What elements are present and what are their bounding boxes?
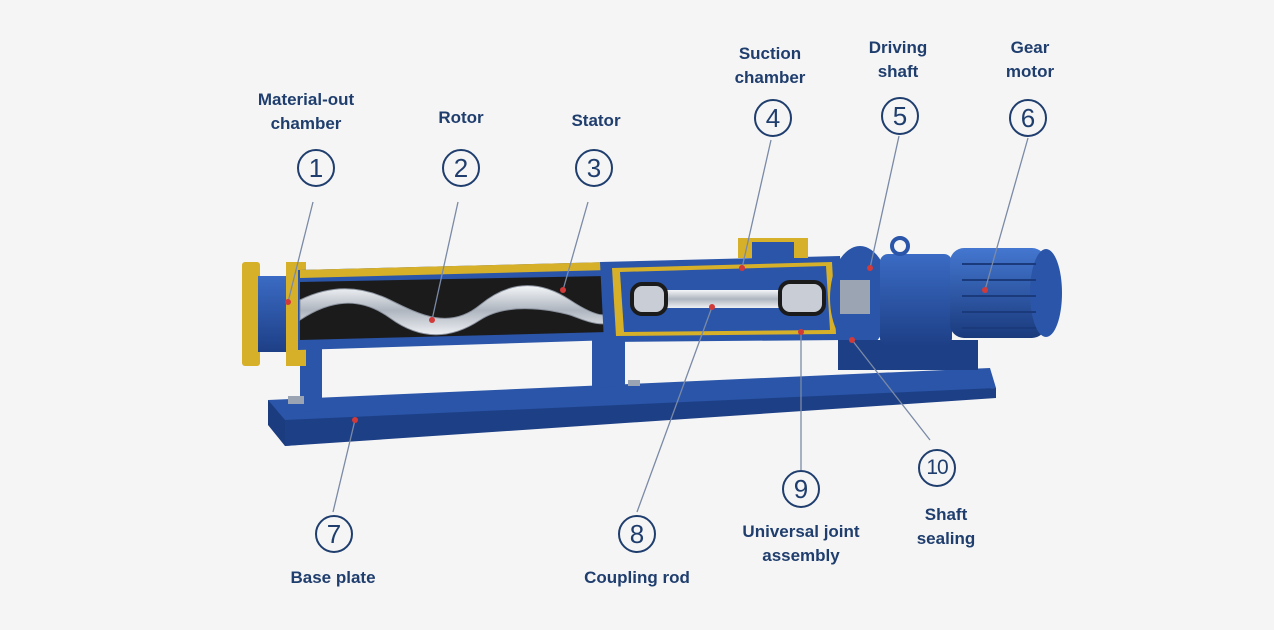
- label-line-1: Stator: [571, 111, 621, 130]
- callout-label-universal-joint-assembly: Universal joint assembly: [742, 520, 859, 568]
- label-line-1: Material-out: [257, 90, 355, 109]
- callout-label-stator: Stator: [571, 109, 620, 133]
- callout-label-gear-motor: Gear motor: [1006, 36, 1054, 84]
- label-line-1: Universal joint: [742, 522, 860, 541]
- label-line-1: Gear: [1010, 38, 1050, 57]
- callout-label-rotor: Rotor: [438, 106, 483, 130]
- callout-label-suction-chamber: Suction chamber: [735, 42, 806, 90]
- callout-number-1: 1: [297, 149, 335, 187]
- label-line-2: chamber: [734, 68, 806, 87]
- callout-label-material-out-chamber: Material-out chamber: [258, 88, 354, 136]
- callout-number-3: 3: [575, 149, 613, 187]
- callout-number-5: 5: [881, 97, 919, 135]
- coupling-rod-shape: [630, 290, 810, 308]
- callout-label-coupling-rod: Coupling rod: [584, 566, 690, 590]
- gear-motor-shape: [950, 248, 1062, 338]
- callout-label-base-plate: Base plate: [290, 566, 375, 590]
- callout-label-shaft-sealing: Shaft sealing: [917, 503, 976, 551]
- callout-number-6: 6: [1009, 99, 1047, 137]
- label-line-1: Rotor: [438, 108, 484, 127]
- label-line-2: sealing: [916, 529, 976, 548]
- callout-number-4: 4: [754, 99, 792, 137]
- label-line-1: Base plate: [290, 568, 376, 587]
- base-plate-shape: [268, 368, 996, 446]
- callout-label-driving-shaft: Driving shaft: [869, 36, 928, 84]
- marker-dots: [285, 265, 988, 423]
- stator-shape: [298, 262, 614, 350]
- label-line-1: Coupling rod: [584, 568, 690, 587]
- label-line-2: assembly: [762, 546, 840, 565]
- callout-number-9: 9: [782, 470, 820, 508]
- callout-number-10: 10: [918, 449, 956, 487]
- label-line-2: motor: [1005, 62, 1055, 81]
- label-line-1: Driving: [868, 38, 928, 57]
- label-line-1: Shaft: [924, 505, 968, 524]
- universal-joint-shapes: [630, 280, 826, 316]
- outlet-flange-shape: [242, 262, 306, 366]
- label-line-2: shaft: [877, 62, 919, 81]
- callout-number-7: 7: [315, 515, 353, 553]
- label-line-2: chamber: [270, 114, 342, 133]
- gear-reducer-shape: [880, 236, 952, 346]
- label-line-1: Suction: [738, 44, 802, 63]
- callout-number-8: 8: [618, 515, 656, 553]
- callout-number-2: 2: [442, 149, 480, 187]
- leader-lines: [287, 135, 1029, 513]
